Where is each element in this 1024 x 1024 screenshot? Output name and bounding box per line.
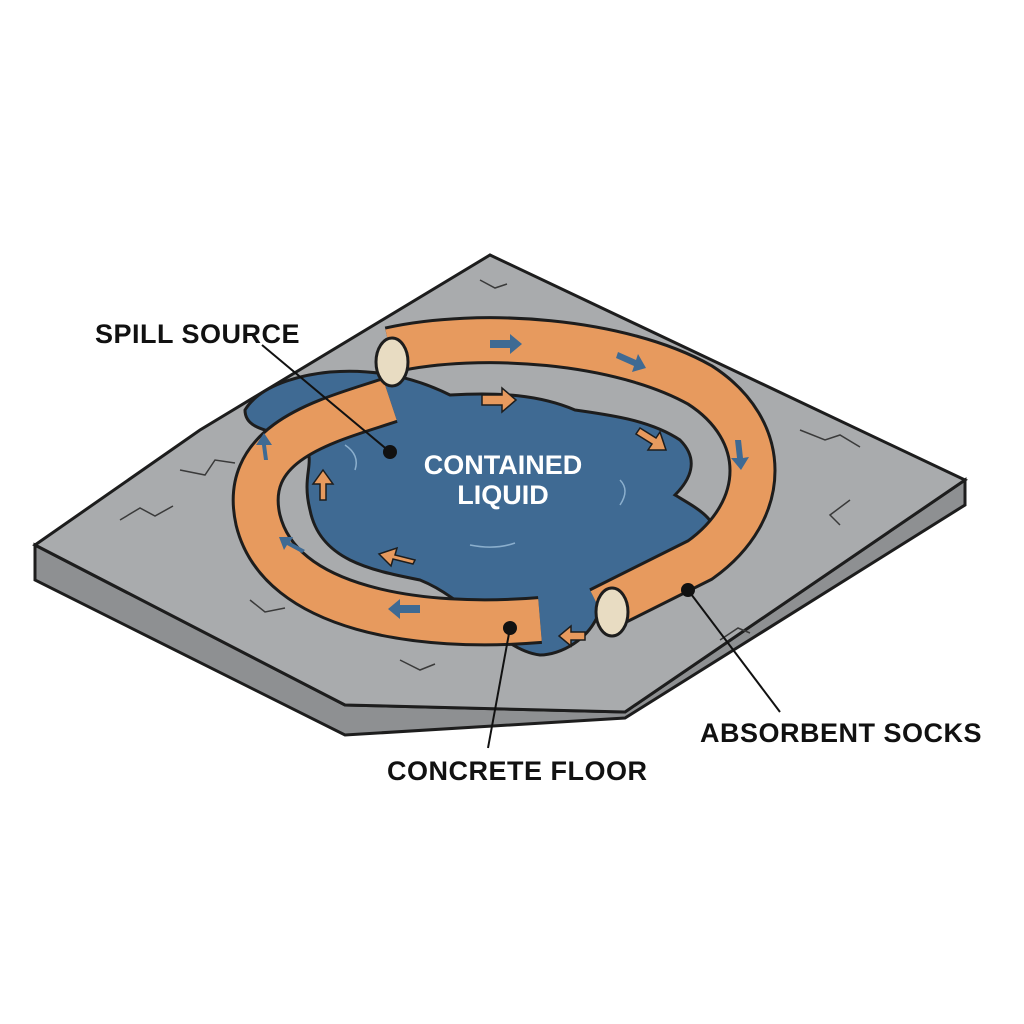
label-absorbent-socks: ABSORBENT SOCKS xyxy=(700,718,982,748)
label-contained-liquid-2: LIQUID xyxy=(457,480,549,510)
spill-source-leader xyxy=(261,344,391,453)
sock-end-top xyxy=(374,336,410,388)
label-spill-source: SPILL SOURCE xyxy=(95,319,300,349)
liquid-flow-arrows xyxy=(311,386,668,648)
absorbent-socks-dot xyxy=(681,583,695,597)
concrete-floor-leader xyxy=(487,627,511,749)
concrete-cracks xyxy=(119,279,861,671)
spill-source-dot xyxy=(383,445,397,459)
concrete-floor-dot xyxy=(503,621,517,635)
label-concrete-floor: CONCRETE FLOOR xyxy=(387,756,648,786)
absorbent-sock-ring[interactable] xyxy=(234,319,774,644)
flow-arrows xyxy=(256,334,749,619)
label-contained-liquid-1: CONTAINED xyxy=(424,450,583,480)
sock-end-bottom xyxy=(594,586,630,638)
absorbent-socks-leader xyxy=(687,589,781,713)
